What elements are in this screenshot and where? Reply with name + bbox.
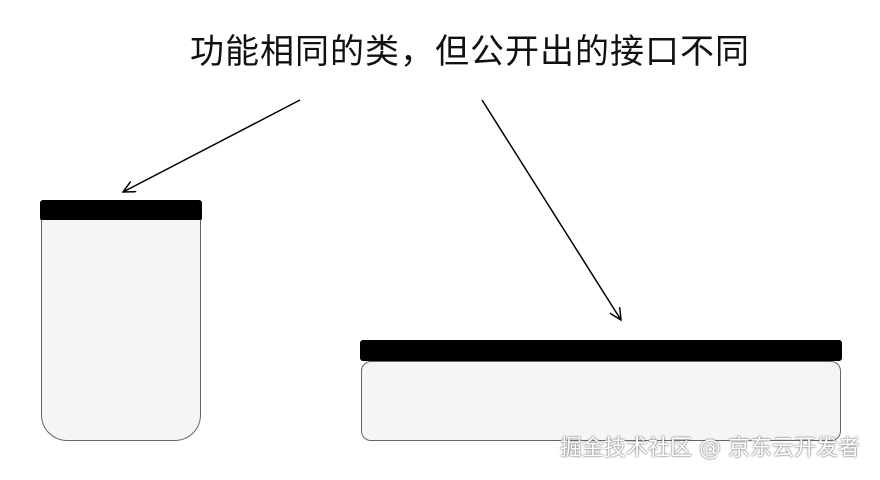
wide-container <box>360 340 842 442</box>
watermark: 掘金技术社区 @ 京东云开发者 <box>560 436 860 461</box>
diagram-title: 功能相同的类，但公开出的接口不同 <box>190 32 750 72</box>
tall-container-body <box>41 220 201 441</box>
arrow-to-tall-container <box>123 99 301 192</box>
tall-container <box>40 200 202 442</box>
wide-container-body <box>361 361 841 441</box>
tall-container-lid <box>40 200 202 221</box>
wide-container-lid <box>360 340 842 361</box>
arrow-to-wide-container <box>481 99 621 320</box>
